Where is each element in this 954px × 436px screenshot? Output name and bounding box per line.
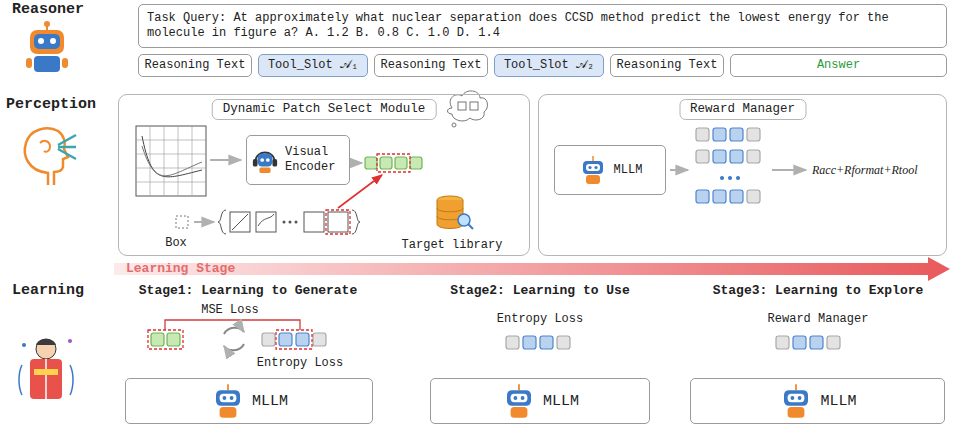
- box-text: Reasoning Text: [617, 58, 718, 73]
- token-square: [730, 190, 743, 203]
- box-text: MLLM: [820, 394, 856, 409]
- slot-box: Answer: [730, 54, 947, 77]
- token-square: [730, 150, 743, 163]
- slot-box: Reasoning Text: [374, 54, 488, 77]
- box-text: Reasoning Text: [381, 58, 482, 73]
- robot-icon: [778, 383, 814, 419]
- token-square: [380, 157, 392, 169]
- token-square: [279, 333, 292, 346]
- token-square: [696, 128, 709, 141]
- annotation: MSE Loss: [201, 303, 259, 317]
- annotation: Entropy Loss: [257, 356, 343, 370]
- selection-box: [276, 330, 312, 349]
- token-square: [747, 190, 760, 203]
- robot-icon: [210, 383, 246, 419]
- patch-bracket: [218, 210, 360, 234]
- slot-box: Reasoning Text: [138, 54, 252, 77]
- head-eye-icon: [25, 128, 76, 185]
- model-box: MLLM: [554, 145, 666, 195]
- box-text: Reasoning Text: [145, 58, 246, 73]
- token-square: [313, 333, 326, 346]
- token-square: [713, 150, 726, 163]
- selection-box: [148, 330, 183, 349]
- token-square: [557, 336, 570, 349]
- token-square: [410, 157, 422, 169]
- model-box: Visual Encoder: [246, 135, 350, 185]
- annotation: Racc+Rformat+Rtool: [812, 163, 918, 177]
- token-square: [696, 150, 709, 163]
- reader-icon: [19, 339, 73, 399]
- token-square: [540, 336, 553, 349]
- token-square: [730, 128, 743, 141]
- thought-bubble: [448, 91, 488, 127]
- stage-title: Stage1: Learning to Generate: [139, 284, 357, 298]
- figure-thumbnail: [136, 126, 206, 196]
- module-panel: Dynamic Patch Select ModuleVisual Encode…: [118, 94, 530, 256]
- box-text: Visual Encoder: [285, 145, 345, 175]
- model-box: MLLM: [690, 378, 945, 424]
- token-square: [776, 336, 789, 349]
- robot-icon: [26, 21, 68, 72]
- robot-icon: [578, 155, 608, 185]
- token-square: [793, 336, 806, 349]
- annotation: Learning: [12, 284, 84, 298]
- token-square: [167, 333, 180, 346]
- box-text: Tool_Slot 𝒜₂: [504, 58, 594, 73]
- model-box: MLLM: [125, 378, 373, 424]
- robot-icon: [501, 383, 537, 419]
- slot-box: Tool_Slot 𝒜₂: [494, 54, 604, 77]
- token-square: [395, 157, 407, 169]
- annotation: Reward Manager: [768, 312, 869, 326]
- stage-title: Stage3: Learning to Explore: [713, 284, 924, 298]
- token-square: [262, 333, 275, 346]
- box-text: Task Query: At approximately what nuclea…: [147, 11, 938, 41]
- token-square: [506, 336, 519, 349]
- box-text: MLLM: [543, 394, 579, 409]
- annotation: Box: [165, 236, 187, 250]
- stage-title: Stage2: Learning to Use: [450, 284, 629, 298]
- token-square: [523, 336, 536, 349]
- token-square: [296, 333, 309, 346]
- annotation: Target library: [402, 238, 503, 252]
- annotation: Reasoner: [12, 3, 84, 17]
- box-icon: [176, 216, 188, 228]
- token-square: [151, 333, 164, 346]
- slot-box: Tool_Slot 𝒜₁: [258, 54, 368, 77]
- target-library-icon: [437, 196, 473, 229]
- headset-icon: [251, 146, 279, 174]
- slot-box: Reasoning Text: [610, 54, 724, 77]
- token-square: [747, 150, 760, 163]
- slot-box: Task Query: At approximately what nuclea…: [138, 4, 947, 48]
- box-text: MLLM: [614, 163, 643, 178]
- token-square: [810, 336, 823, 349]
- swap-icon: [224, 328, 244, 351]
- model-box: MLLM: [430, 378, 650, 424]
- token-square: [713, 190, 726, 203]
- annotation: Entropy Loss: [497, 312, 583, 326]
- token-square: [747, 128, 760, 141]
- panel-heading: Reward Manager: [679, 99, 806, 120]
- token-square: [365, 157, 377, 169]
- panel-heading: Dynamic Patch Select Module: [212, 99, 437, 120]
- learning-stage-arrow: [114, 257, 950, 281]
- box-text: MLLM: [252, 394, 288, 409]
- selection-box: [377, 154, 410, 172]
- annotation: Learning Stage: [126, 262, 235, 276]
- token-square: [696, 190, 709, 203]
- token-square: [713, 128, 726, 141]
- box-text: Tool_Slot 𝒜₁: [268, 58, 358, 73]
- annotation: Perception: [6, 98, 96, 112]
- box-text: Answer: [817, 58, 860, 73]
- token-square: [827, 336, 840, 349]
